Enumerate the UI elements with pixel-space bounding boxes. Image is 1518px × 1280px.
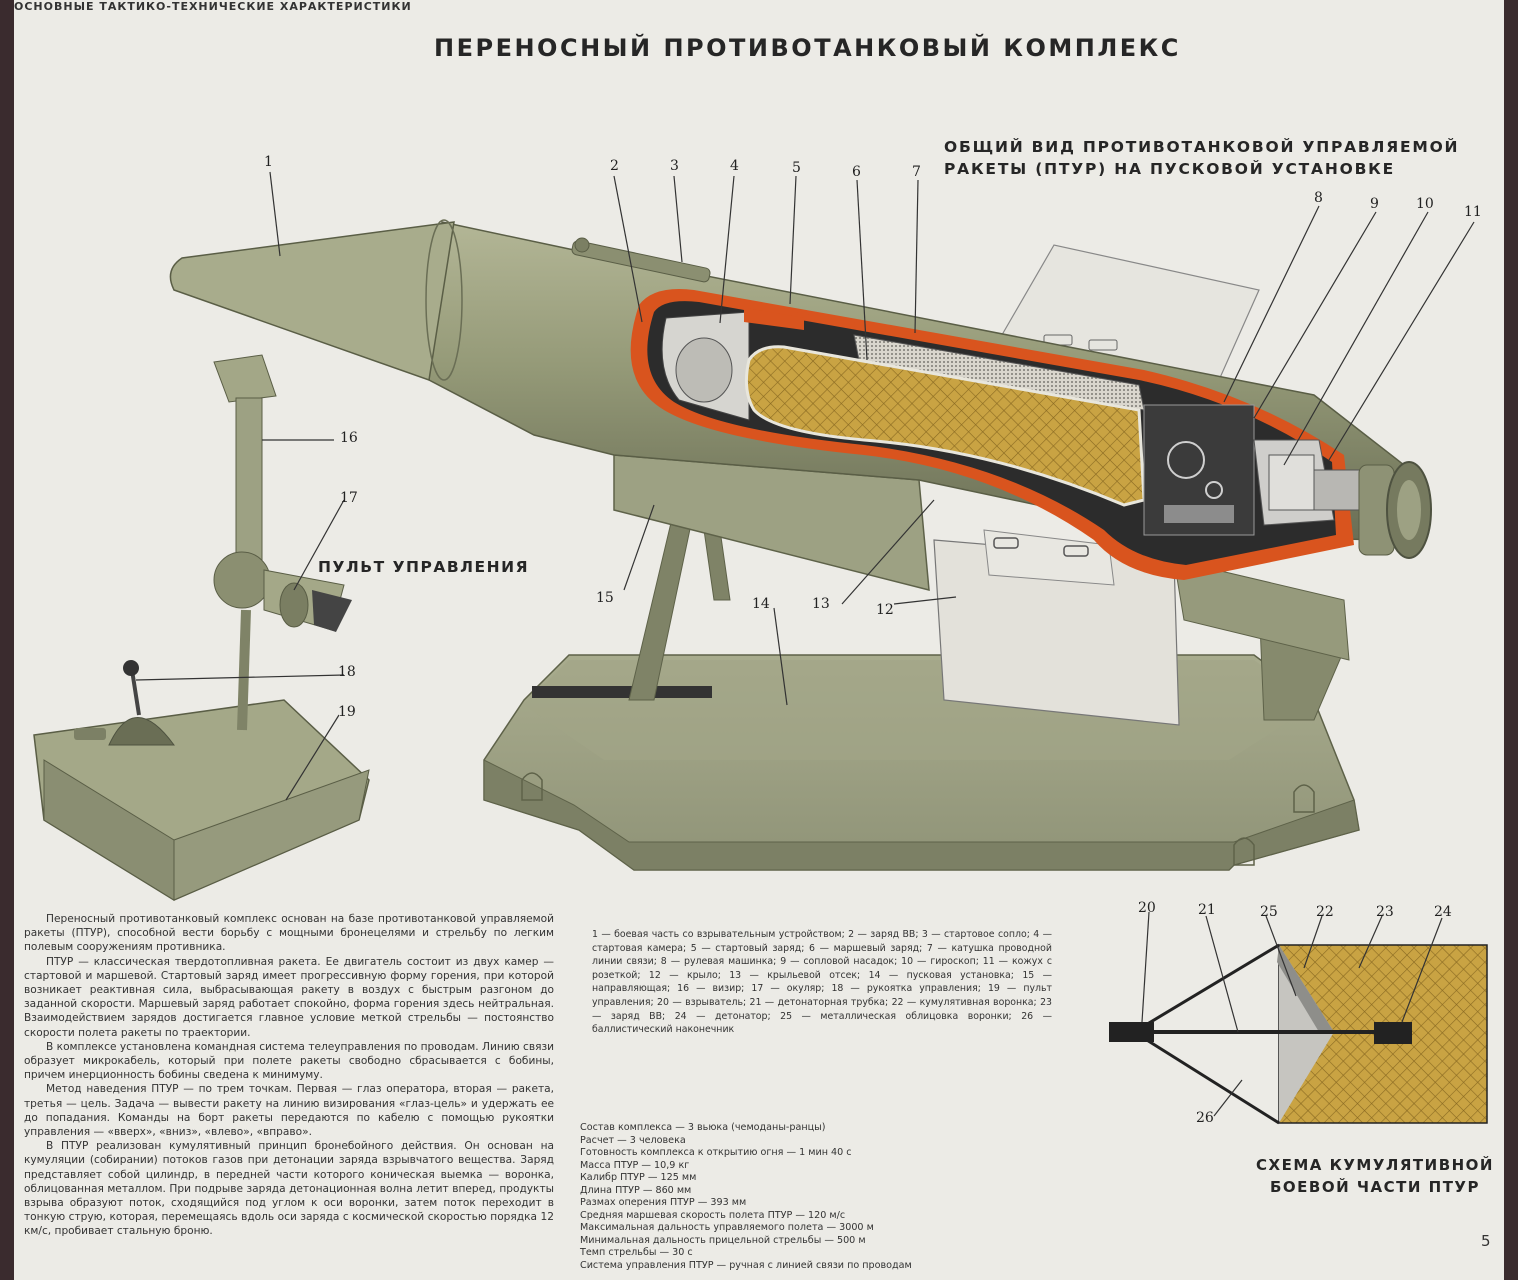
callout-2: 2 xyxy=(610,158,619,174)
callout-23: 23 xyxy=(1376,904,1394,920)
callout-25: 25 xyxy=(1260,904,1278,920)
illustration-layer xyxy=(33,171,1488,1125)
description-paragraph: Метод наведения ПТУР — по трем точкам. П… xyxy=(24,1083,554,1139)
description-paragraph: ПТУР — классическая твердотопливная раке… xyxy=(24,955,554,1039)
callout-3: 3 xyxy=(670,158,679,174)
description-paragraph: Переносный противотанковый комплекс осно… xyxy=(24,913,554,954)
general-view-title: ОБЩИЙ ВИД ПРОТИВОТАНКОВОЙ УПРАВЛЯЕМОЙ РА… xyxy=(944,136,1459,180)
description-text: Переносный противотанковый комплекс осно… xyxy=(24,912,554,1239)
callout-14: 14 xyxy=(752,596,770,612)
callout-5: 5 xyxy=(792,160,801,176)
warhead-scheme xyxy=(1109,943,1488,1125)
description-paragraph: В ПТУР реализован кумулятивный принцип б… xyxy=(24,1140,554,1238)
callout-17: 17 xyxy=(340,490,358,506)
spec-item: Средняя маршевая скорость полета ПТУР — … xyxy=(580,1209,846,1221)
wing xyxy=(933,529,1180,726)
control-panel xyxy=(33,660,370,901)
general-view-title-line-1: ОБЩИЙ ВИД ПРОТИВОТАНКОВОЙ УПРАВЛЯЕМОЙ xyxy=(944,138,1460,156)
callout-6: 6 xyxy=(852,164,861,180)
spec-item: Система управления ПТУР — ручная с линие… xyxy=(580,1259,912,1271)
callout-12: 12 xyxy=(876,602,894,618)
callout-21: 21 xyxy=(1198,902,1216,918)
general-view-title-line-2: РАКЕТЫ (ПТУР) НА ПУСКОВОЙ УСТАНОВКЕ xyxy=(944,160,1396,178)
specs-title: ОСНОВНЫЕ ТАКТИКО-ТЕХНИЧЕСКИЕ ХАРАКТЕРИСТ… xyxy=(14,0,412,13)
callout-10: 10 xyxy=(1416,196,1434,212)
launcher-base xyxy=(483,654,1360,871)
rear-cap xyxy=(1358,461,1432,559)
callout-13: 13 xyxy=(812,596,830,612)
sight-periscope xyxy=(213,354,352,731)
callout-24: 24 xyxy=(1434,904,1452,920)
description-paragraph: В комплексе установлена командная систем… xyxy=(24,1040,554,1082)
callout-4: 4 xyxy=(730,158,739,174)
specs-list: Состав комплекса — 3 вьюка (чемоданы-ран… xyxy=(580,1122,1000,1272)
spec-item: Максимальная дальность управляемого поле… xyxy=(580,1222,874,1233)
callout-26: 26 xyxy=(1196,1110,1214,1126)
missile-cutaway xyxy=(630,289,1365,580)
warhead-scheme-title: СХЕМА КУМУЛЯТИВНОЙ БОЕВОЙ ЧАСТИ ПТУР xyxy=(1256,1154,1494,1198)
callout-9: 9 xyxy=(1370,196,1379,212)
spec-item: Размах оперения ПТУР — 393 мм xyxy=(580,1197,747,1208)
spec-item: Масса ПТУР — 10,9 кг xyxy=(580,1159,690,1171)
callout-15: 15 xyxy=(596,590,614,606)
spec-item: Расчет — 3 человека xyxy=(580,1134,686,1146)
callout-16: 16 xyxy=(340,430,358,446)
page-title: ПЕРЕНОСНЫЙ ПРОТИВОТАНКОВЫЙ КОМПЛЕКС xyxy=(434,34,1181,62)
callout-22: 22 xyxy=(1316,904,1334,920)
warhead-scheme-title-line-1: СХЕМА КУМУЛЯТИВНОЙ xyxy=(1256,1156,1494,1174)
callout-19: 19 xyxy=(338,704,356,720)
callout-20: 20 xyxy=(1138,900,1156,916)
spec-item: Состав комплекса — 3 вьюка (чемоданы-ран… xyxy=(580,1122,826,1133)
spec-item: Темп стрельбы — 30 с xyxy=(580,1247,693,1258)
spec-item: Калибр ПТУР — 125 мм xyxy=(580,1172,697,1183)
callout-1: 1 xyxy=(264,154,273,170)
spec-item: Минимальная дальность прицельной стрельб… xyxy=(580,1234,866,1246)
callout-11: 11 xyxy=(1464,204,1482,220)
control-panel-title: ПУЛЬТ УПРАВЛЕНИЯ xyxy=(318,558,530,576)
page-number: 5 xyxy=(1481,1232,1491,1250)
warhead-scheme-title-line-2: БОЕВОЙ ЧАСТИ ПТУР xyxy=(1270,1178,1480,1196)
launcher-legs xyxy=(628,509,1350,721)
leader-lines xyxy=(135,171,1475,1117)
spec-item: Длина ПТУР — 860 мм xyxy=(580,1184,692,1196)
parts-legend: 1 — боевая часть со взрывательным устрой… xyxy=(592,929,1052,1036)
callout-18: 18 xyxy=(338,664,356,680)
callout-8: 8 xyxy=(1314,190,1323,206)
spec-item: Готовность комплекса к открытию огня — 1… xyxy=(580,1147,852,1158)
callout-7: 7 xyxy=(912,164,921,180)
poster-sheet: ПЕРЕНОСНЫЙ ПРОТИВОТАНКОВЫЙ КОМПЛЕКС ОБЩИ… xyxy=(14,0,1504,1280)
